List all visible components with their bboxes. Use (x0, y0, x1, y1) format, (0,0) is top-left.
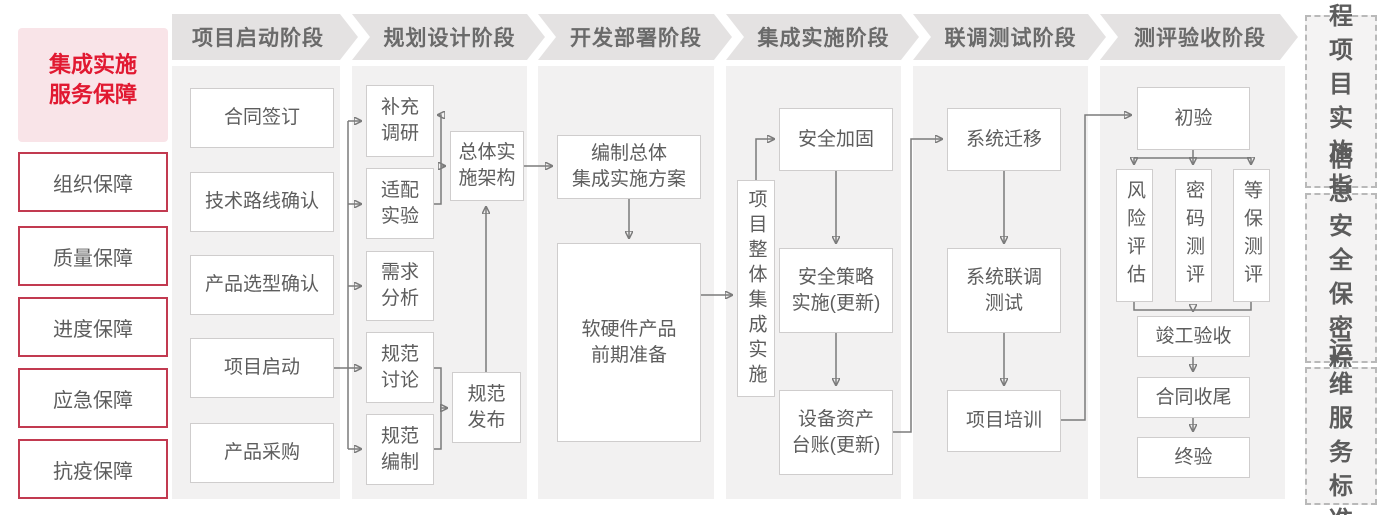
box-overall-integration-implementation: 项目整体集成实施 (737, 180, 775, 397)
standard-om-service: 运维 服务 标准 (1305, 337, 1377, 515)
sidebar-item-quality-guarantee: 质量保障 (18, 226, 168, 286)
box-overall-implementation-architecture: 总体实 施架构 (450, 131, 524, 201)
box-spec-discussion: 规范 讨论 (366, 332, 434, 403)
box-supplementary-research: 补充 调研 (366, 85, 434, 157)
box-project-kickoff: 项目启动 (190, 338, 334, 398)
box-spec-drafting: 规范 编制 (366, 414, 434, 485)
phase-banner-dev-deployment: 开发部署阶段 (538, 14, 732, 60)
sidebar-title: 集成实施 服务保障 (18, 28, 168, 142)
box-requirement-analysis: 需求 分析 (366, 251, 434, 321)
box-hw-sw-preparation: 软硬件产品 前期准备 (557, 243, 701, 442)
box-joint-debugging-test: 系统联调 测试 (947, 248, 1061, 333)
box-security-policy-update: 安全策略 实施(更新) (779, 248, 893, 333)
box-completion-acceptance: 竣工验收 (1137, 316, 1250, 357)
box-system-migration: 系统迁移 (947, 108, 1061, 171)
box-security-hardening: 安全加固 (779, 108, 893, 171)
box-project-training: 项目培训 (947, 390, 1061, 452)
box-asset-ledger-update: 设备资产 台账(更新) (779, 390, 893, 475)
sidebar-item-organization-guarantee: 组织保障 (18, 152, 168, 212)
sidebar-item-schedule-guarantee: 进度保障 (18, 297, 168, 357)
box-final-acceptance: 终验 (1137, 437, 1250, 478)
box-overall-integration-plan: 编制总体 集成实施方案 (557, 135, 701, 199)
sidebar-item-epidemic-guarantee: 抗疫保障 (18, 439, 168, 499)
box-product-procurement: 产品采购 (190, 423, 334, 483)
phase-banner-project-kickoff: 项目启动阶段 (172, 14, 358, 60)
box-risk-assessment: 风险评估 (1116, 169, 1153, 302)
box-adaptation-experiment: 适配 实验 (366, 168, 434, 239)
phase-banner-joint-debugging-test: 联调测试阶段 (913, 14, 1106, 60)
box-tech-route-confirm: 技术路线确认 (190, 172, 334, 232)
standard-infosec-confidentiality: 信息 安全 保密 标准 (1305, 145, 1377, 410)
box-product-selection-confirm: 产品选型确认 (190, 255, 334, 315)
box-classified-protection-evaluation: 等保测评 (1233, 169, 1270, 302)
box-crypto-evaluation: 密码测评 (1175, 169, 1212, 302)
box-initial-acceptance: 初验 (1137, 87, 1250, 150)
phase-banner-planning-design: 规划设计阶段 (352, 14, 545, 60)
sidebar-item-emergency-guarantee: 应急保障 (18, 368, 168, 428)
phase-banner-evaluation-acceptance: 测评验收阶段 (1100, 14, 1298, 60)
box-spec-release: 规范 发布 (452, 372, 521, 443)
box-contract-closure: 合同收尾 (1137, 377, 1250, 418)
box-contract-signing: 合同签订 (190, 88, 334, 148)
phase-banner-integration-implementation: 集成实施阶段 (726, 14, 919, 60)
